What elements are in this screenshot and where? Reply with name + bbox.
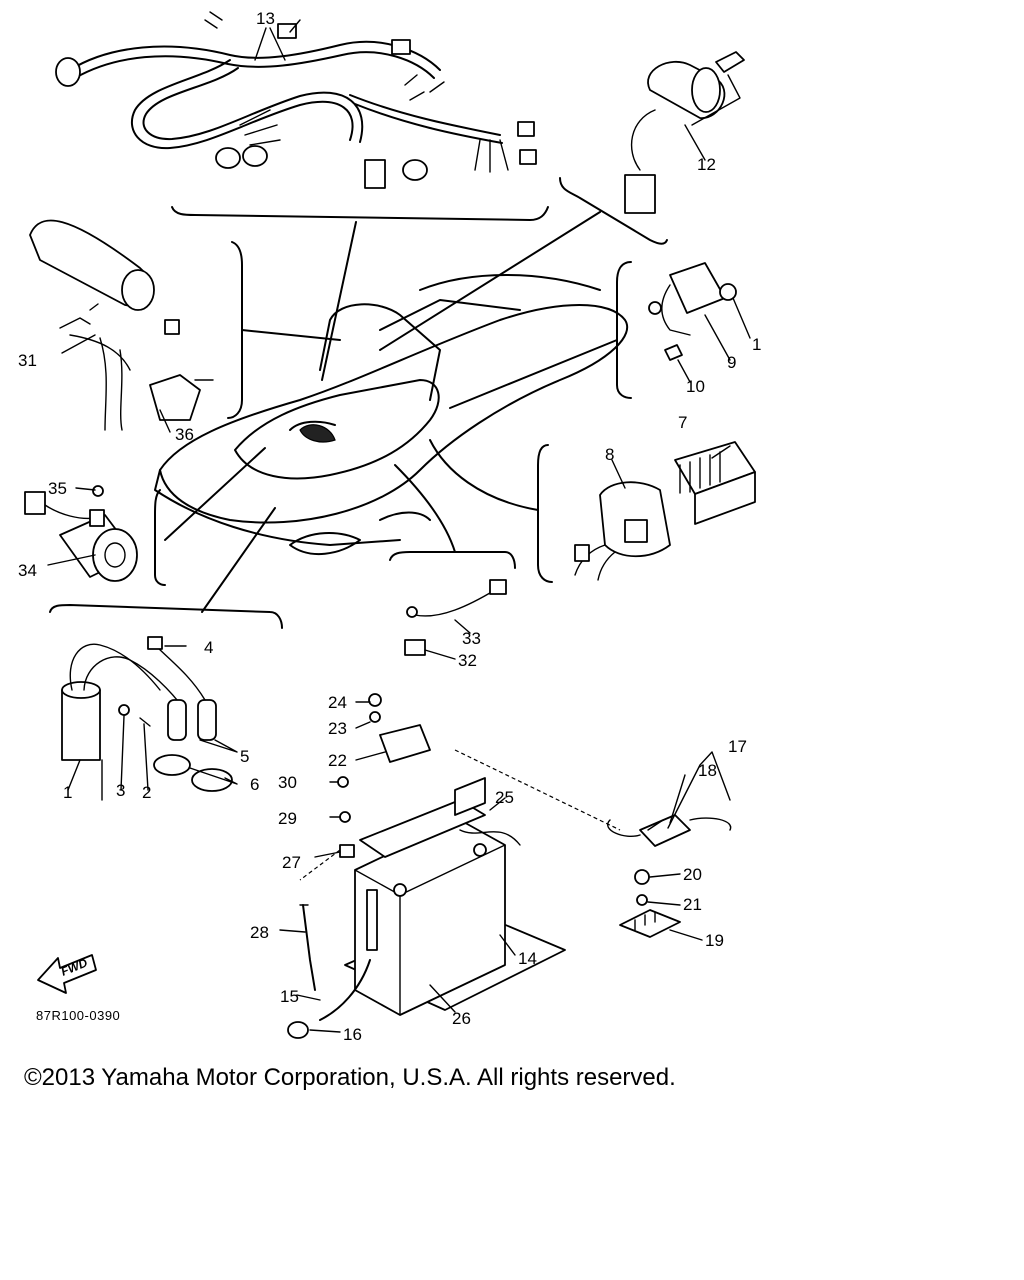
group-brackets — [49, 177, 668, 629]
wire-harness — [55, 11, 537, 189]
callout-23: 23 — [328, 719, 347, 738]
callout-11: 1 — [752, 335, 761, 354]
callout-24: 24 — [328, 693, 347, 712]
callout-25: 25 — [495, 788, 514, 807]
callout-20: 20 — [683, 865, 702, 884]
starter-motor — [24, 485, 138, 582]
callout-22: 22 — [328, 751, 347, 770]
callout-3: 3 — [116, 781, 125, 800]
callout-8: 8 — [605, 445, 614, 464]
temp-sensor — [404, 579, 507, 656]
callout-33: 33 — [462, 629, 481, 648]
callout-leaders — [47, 27, 751, 1033]
grip-heater — [29, 219, 214, 431]
callout-27: 27 — [282, 853, 301, 872]
callout-1: 1 — [63, 783, 72, 802]
callout-6: 6 — [250, 775, 259, 794]
callout-numbers: 13 12 31 36 1 9 10 7 8 35 34 4 33 32 24 … — [18, 9, 761, 1044]
fwd-arrow: FWD — [37, 954, 97, 994]
battery-accessories — [287, 693, 621, 1039]
reference-code: 87R100-0390 — [36, 1008, 120, 1023]
snowmobile-body — [154, 274, 629, 556]
exploded-parts-diagram: FWD 87R100-0390 13 12 31 36 1 9 10 7 8 3… — [18, 9, 761, 1044]
callout-26: 26 — [452, 1009, 471, 1028]
callout-19: 19 — [705, 931, 724, 950]
callout-14: 14 — [518, 949, 537, 968]
callout-16: 16 — [343, 1025, 362, 1044]
callout-2: 2 — [142, 783, 151, 802]
callout-30: 30 — [278, 773, 297, 792]
callout-10: 10 — [686, 377, 705, 396]
callout-18: 18 — [698, 761, 717, 780]
callout-29: 29 — [278, 809, 297, 828]
callout-28: 28 — [250, 923, 269, 942]
callout-21: 21 — [683, 895, 702, 914]
callout-5: 5 — [240, 747, 249, 766]
callout-9: 9 — [727, 353, 736, 372]
rectifier-relay — [607, 814, 732, 938]
callout-7: 7 — [678, 413, 687, 432]
relay — [648, 262, 737, 361]
callout-35: 35 — [48, 479, 67, 498]
callout-15: 15 — [280, 987, 299, 1006]
copyright-notice: ©2013 Yamaha Motor Corporation, U.S.A. A… — [24, 1064, 676, 1091]
main-switch — [624, 51, 745, 214]
cdi-unit — [574, 441, 756, 581]
callout-12: 12 — [697, 155, 716, 174]
battery — [344, 819, 566, 1016]
callout-4: 4 — [204, 638, 213, 657]
callout-13: 13 — [256, 9, 275, 28]
callout-34: 34 — [18, 561, 37, 580]
callout-32: 32 — [458, 651, 477, 670]
callout-31: 31 — [18, 351, 37, 370]
callout-17: 17 — [728, 737, 747, 756]
ignition-coil — [61, 636, 233, 801]
callout-36: 36 — [175, 425, 194, 444]
